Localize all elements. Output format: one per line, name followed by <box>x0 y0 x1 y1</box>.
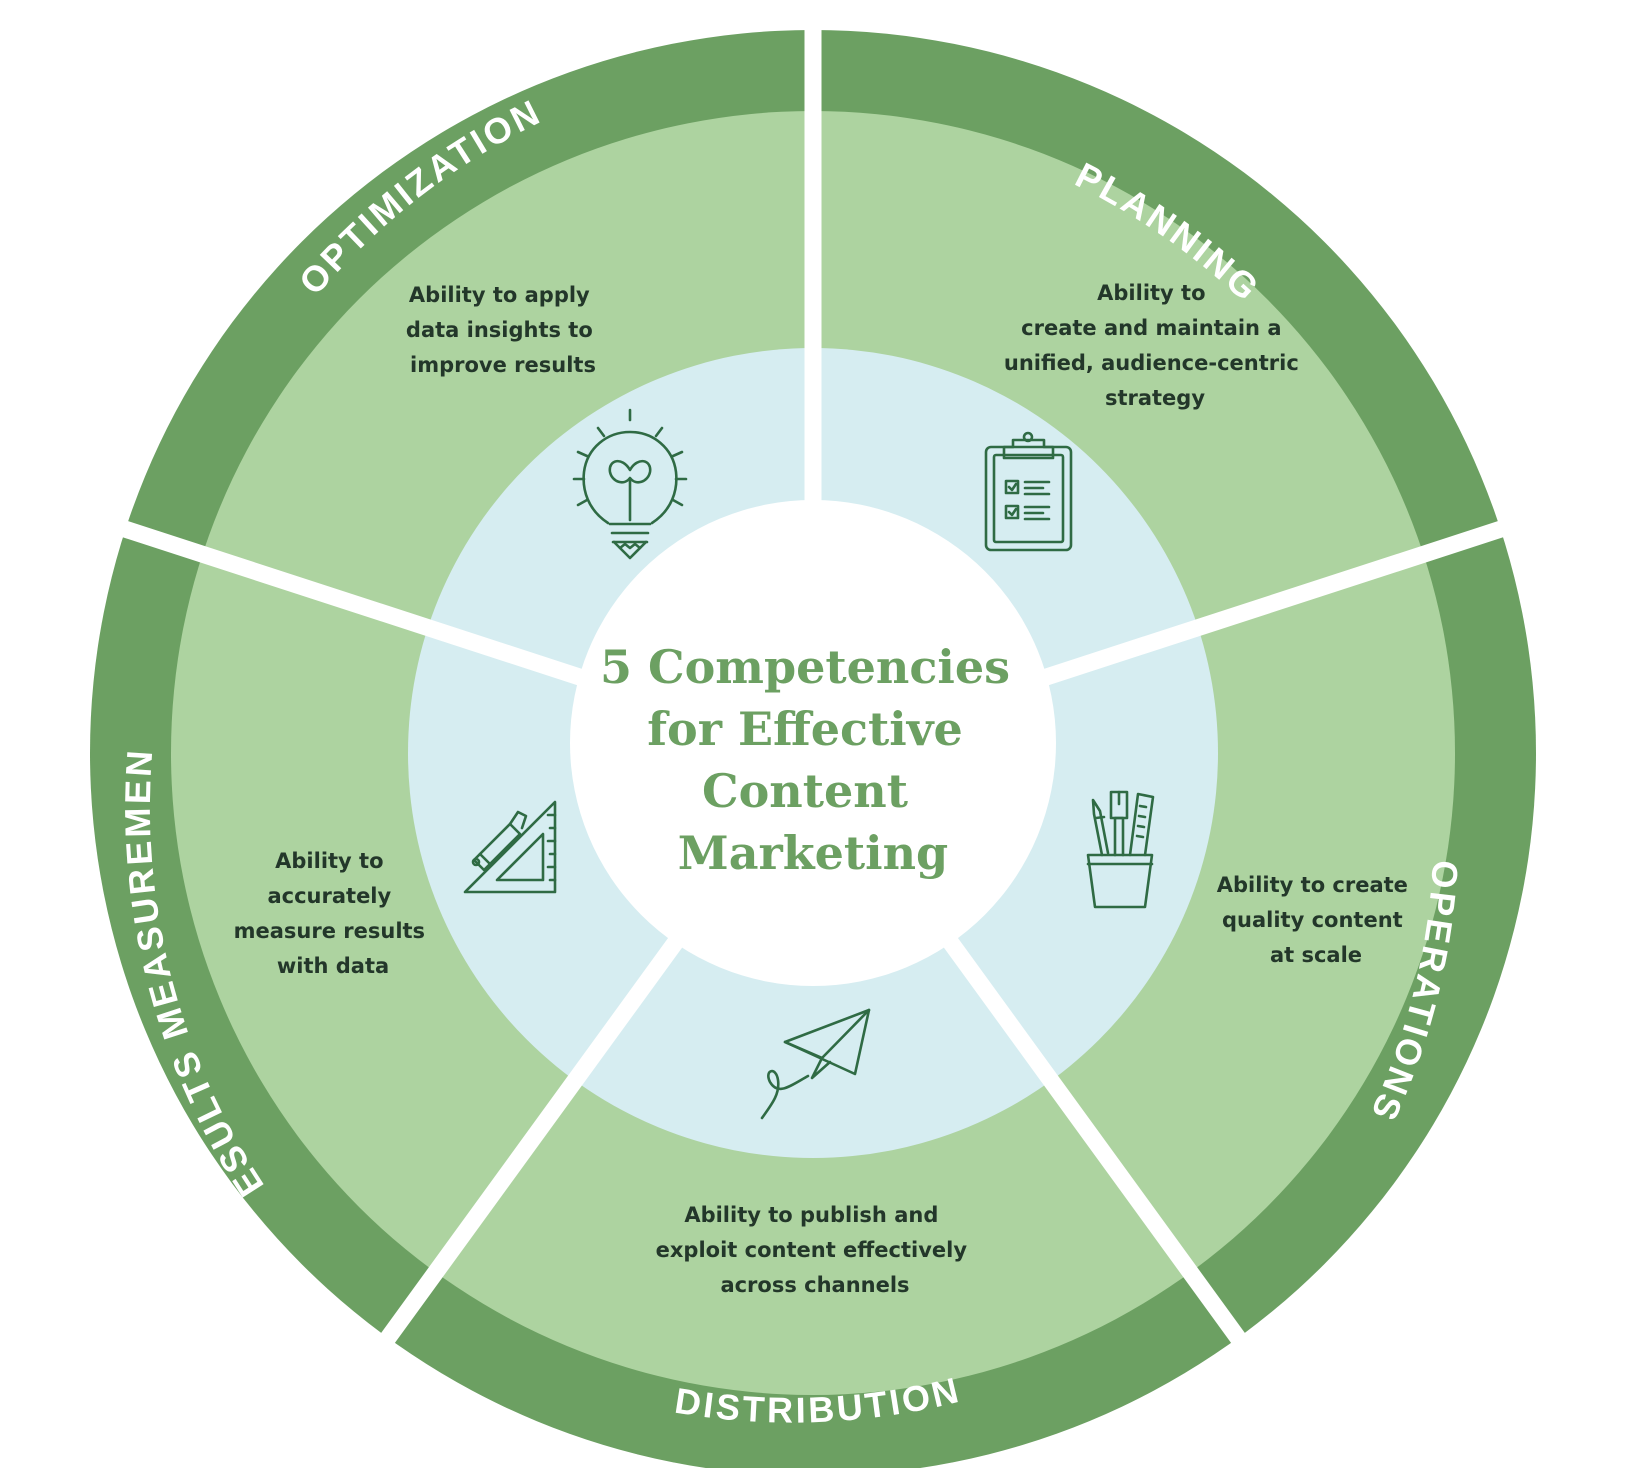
segment-description-operations: Ability to create quality content at sca… <box>1217 873 1416 967</box>
ruler-triangle-icon <box>463 800 557 894</box>
lightbulb-icon <box>572 408 688 560</box>
segment-description-distribution: Ability to publish and exploit content e… <box>656 1203 975 1297</box>
title-line-1: 5 Competencies <box>600 640 1010 694</box>
pencil-cup-icon <box>1086 790 1155 909</box>
segment-description-optimization: Ability to apply data insights to improv… <box>406 283 600 377</box>
title-line-4: Marketing <box>678 826 948 880</box>
segment-description-results-measurement: Ability to accurately measure results wi… <box>234 849 433 978</box>
title-line-3: Content <box>702 764 909 818</box>
clipboard-checklist-icon <box>984 431 1073 552</box>
paper-plane-icon <box>760 1008 871 1120</box>
segment-description-planning: Ability to create and maintain a unified… <box>1004 281 1306 410</box>
diagram-title: 5 Competencies for Effective Content Mar… <box>600 640 1026 880</box>
center-circle <box>570 500 1056 986</box>
title-line-2: for Effective <box>647 702 963 756</box>
